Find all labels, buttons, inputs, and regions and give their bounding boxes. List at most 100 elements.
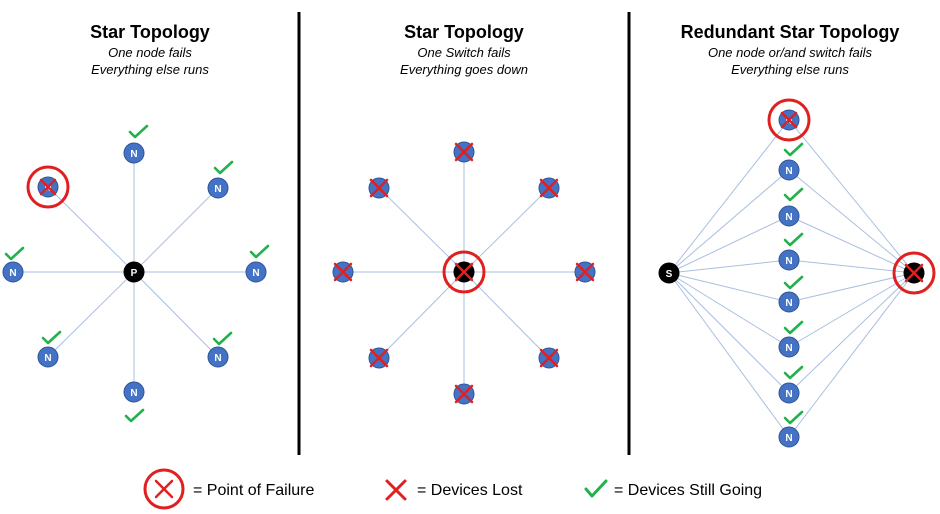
p3-switch-left-circle [658,262,680,284]
p3-check-4 [783,320,804,335]
panel-3-subtitle-line-1: One node or/and switch fails [707,45,873,60]
p1-link-bottom-left [47,271,135,358]
p3-check-1 [783,187,804,202]
panel-1-title: Star Topology [90,22,210,42]
p1-node-bottom-left: N [37,346,59,368]
legend-point-of-failure: = Point of Failure [193,482,315,499]
p2-x-bottom [454,384,474,404]
p3-check-6 [783,410,804,425]
p3-node-2-circle [778,205,800,227]
p3-node-3-label: N [785,256,792,267]
p2-link-top-right [463,187,550,273]
panel-3-subtitle: One node or/and switch fails Everything … [640,44,940,78]
p3-check-0 [783,142,804,157]
p1-check-bottom [124,408,145,423]
p3-link-left-5 [668,272,790,348]
p1-node-left-circle [2,261,24,283]
p3-link-left-2 [668,215,790,274]
panel-2-subtitle-line-2: Everything goes down [400,62,528,77]
panel-dividers [297,12,631,455]
p2-x-right [575,262,595,282]
p3-node-1-label: N [785,166,792,177]
legend-devices-lost-icon [385,479,407,501]
legend-devices-lost: = Devices Lost [417,482,523,499]
p1-link-top-left [47,186,135,273]
p1-node-top-circle [123,142,145,164]
p1-check-bottom-left [41,330,62,345]
p1-check-bottom-right [212,331,233,346]
p2-x-top-right [539,178,559,198]
p1-node-top-label: N [130,149,137,160]
p1-node-top: N [123,142,145,164]
p3-failure-ring-switch [892,251,936,295]
p3-check-5 [783,365,804,380]
p1-node-right-label: N [252,268,259,279]
p3-link-right-6 [788,272,915,394]
p1-hub: P [123,261,145,283]
p2-x-hub [454,262,474,282]
p1-node-bottom-right-label: N [214,353,221,364]
panel-1-subtitle-line-2: Everything else runs [91,62,209,77]
p1-check-left [4,246,25,261]
p3-node-6-circle [778,382,800,404]
p3-node-7-label: N [785,433,792,444]
p1-link-top-right [133,187,219,273]
p3-x-top-node [780,111,798,129]
p3-link-right-5 [788,272,915,348]
legend-devices-still-going: = Devices Still Going [614,482,763,499]
p1-hub-circle [123,261,145,283]
status-marks [4,98,936,425]
p3-node-2: N [778,205,800,227]
p1-node-top-right: N [207,177,229,199]
p3-node-6-label: N [785,389,792,400]
p3-node-7-circle [778,426,800,448]
p1-node-top-right-label: N [214,184,221,195]
p1-node-bottom-circle [123,381,145,403]
p2-x-left [333,262,353,282]
p1-node-bottom-label: N [130,388,137,399]
p2-failure-ring [442,250,486,294]
p3-link-left-7 [668,272,790,438]
p3-node-4-circle [778,291,800,313]
legend-icons [143,468,608,510]
p1-node-top-right-circle [207,177,229,199]
panel-1-subtitle-line-1: One node fails [108,45,192,60]
p1-node-left: N [2,261,24,283]
panel-2-title: Star Topology [404,22,524,42]
topology-nodes: PNNNNNNNNSNNNNNNNN [2,109,925,448]
p3-node-3-circle [778,249,800,271]
p3-node-5-label: N [785,343,792,354]
p3-link-right-2 [788,215,915,274]
p3-switch-left-label: S [666,269,673,280]
p2-link-bottom-right [463,271,550,359]
p1-node-bottom-left-label: N [44,353,51,364]
panel-1-subtitle: One node fails Everything else runs [0,44,300,78]
p1-failure-ring [26,165,70,209]
p1-check-top-right [213,160,234,175]
p3-node-1-circle [778,159,800,181]
p1-node-left-label: N [9,268,16,279]
p1-node-bottom: N [123,381,145,403]
p3-check-3 [783,275,804,290]
p2-x-top-left [369,178,389,198]
p1-x-top-left [39,178,57,196]
p3-node-4-label: N [785,298,792,309]
p2-x-bottom-right [539,348,559,368]
legend-devices-still-going-icon [584,479,608,498]
p3-x-switch-right [904,263,924,283]
p3-node-2-label: N [785,212,792,223]
p1-hub-label: P [131,268,138,279]
p3-node-3: N [778,249,800,271]
p3-link-right-1 [788,169,915,274]
p2-x-bottom-left [369,348,389,368]
panel-2-subtitle: One Switch fails Everything goes down [314,44,614,78]
p2-link-bottom-left [378,271,465,359]
p1-node-bottom-right: N [207,346,229,368]
p1-node-right-circle [245,261,267,283]
p3-switch-left: S [658,262,680,284]
p3-link-left-3 [668,259,790,274]
p3-node-4: N [778,291,800,313]
p3-link-right-0 [788,119,915,274]
p3-link-left-0 [668,119,790,274]
